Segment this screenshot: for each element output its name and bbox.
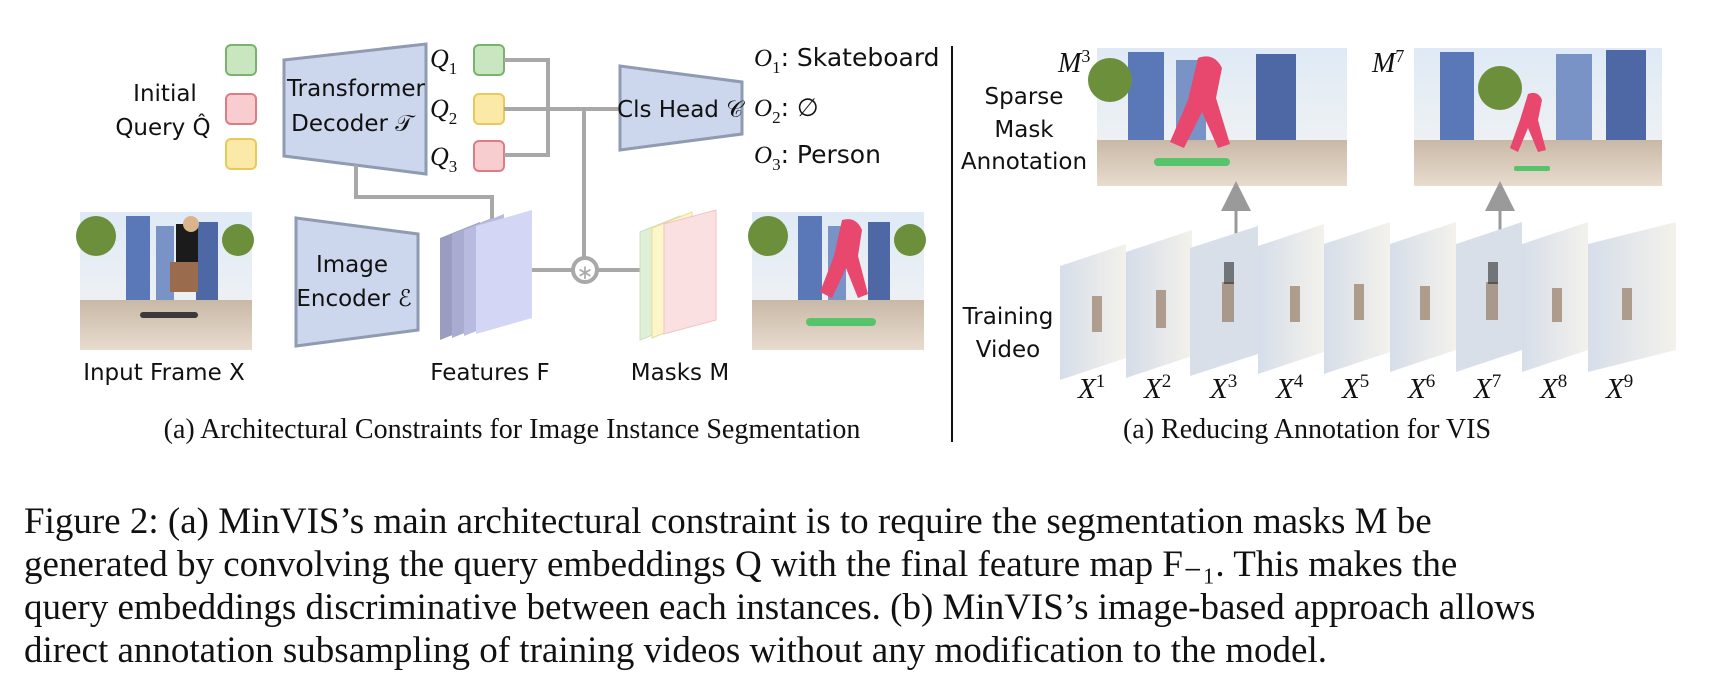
figure: Initial Query Q̂ Transformer Decoder 𝒯 Q… — [76, 42, 1676, 445]
masks-stack — [639, 209, 717, 341]
input-frame-label: Input Frame X — [83, 360, 245, 386]
frame-label-4: X4 — [1275, 371, 1304, 405]
output-1: O1: Skateboard — [754, 43, 940, 77]
left-panel: Initial Query Q̂ Transformer Decoder 𝒯 Q… — [76, 42, 940, 386]
masks-label: Masks M — [631, 360, 729, 386]
frame-label-5: X5 — [1341, 371, 1369, 405]
right-panel: Sparse Mask Annotation M3 M7 — [961, 46, 1676, 405]
caption-line-2: generated by convolving the query embedd… — [24, 544, 1458, 585]
output-3: O3: Person — [754, 140, 881, 174]
query-label-3: Q3 — [430, 142, 457, 176]
caption-line-3: query embeddings discriminative between … — [24, 587, 1536, 628]
left-subcaption: (a) Architectural Constraints for Image … — [164, 414, 861, 445]
transformer-decoder-label: Transformer — [286, 76, 426, 102]
initial-query-label: Initial — [133, 81, 197, 107]
mask-frame-label-7: M7 — [1371, 46, 1404, 79]
frame-label-7: X7 — [1473, 371, 1501, 405]
sparse-mask-label-1: Sparse — [985, 84, 1064, 110]
image-encoder-label: Image — [316, 252, 388, 278]
transformer-decoder-block — [282, 42, 428, 176]
caption-line-4: direct annotation subsampling of trainin… — [24, 630, 1327, 671]
frame-label-8: X8 — [1539, 371, 1567, 405]
frame-label-2: X2 — [1143, 371, 1171, 405]
frame-labels: X1 X2 X3 X4 X5 X6 X7 X8 X9 — [1077, 371, 1633, 405]
training-video-label-2: Video — [976, 337, 1040, 363]
initial-query-green — [225, 44, 257, 76]
video-frames — [1060, 222, 1676, 380]
features-stack — [440, 210, 532, 340]
features-label: Features F — [430, 360, 549, 386]
initial-query-yellow — [225, 138, 257, 170]
cls-head-label: Cls Head 𝒞 — [617, 97, 745, 123]
sparse-mask-label-3: Annotation — [961, 149, 1087, 175]
output-labels: O1: Skateboard O2: ∅ O3: Person — [754, 43, 940, 174]
output-2: O2: ∅ — [754, 93, 819, 127]
mask-frame-label-3: M3 — [1057, 46, 1090, 79]
query-box-green — [473, 44, 505, 76]
frame-label-1: X1 — [1077, 371, 1105, 405]
query-label-1: Q1 — [430, 44, 457, 78]
initial-query-boxes — [225, 44, 257, 170]
output-frame-image — [748, 212, 926, 350]
mask-frame-image-7 — [1414, 48, 1662, 186]
frame-label-3: X3 — [1209, 371, 1237, 405]
frame-label-9: X9 — [1605, 371, 1633, 405]
initial-query-label-2: Query Q̂ — [115, 114, 210, 141]
figure-caption: Figure 2: (a) MinVIS’s main architectura… — [24, 500, 1714, 672]
caption-line-1: Figure 2: (a) MinVIS’s main architectura… — [24, 501, 1432, 542]
frame-label-6: X6 — [1407, 371, 1435, 405]
image-encoder-label-2: Encoder ℰ — [296, 286, 411, 312]
query-box-yellow — [473, 93, 505, 125]
connector-lines — [354, 58, 640, 272]
input-frame-image — [76, 212, 254, 350]
transformer-decoder-label-2: Decoder 𝒯 — [291, 111, 416, 137]
query-box-red — [473, 140, 505, 172]
image-encoder-block — [294, 216, 420, 348]
convolution-operator — [571, 256, 599, 284]
convolution-symbol: ∗ — [577, 260, 594, 284]
training-video-label-1: Training — [962, 304, 1054, 330]
mask-frame-image-3 — [1088, 48, 1347, 186]
initial-query-red — [225, 93, 257, 125]
right-subcaption: (a) Reducing Annotation for VIS — [1123, 414, 1491, 445]
query-labels: Q1 Q2 Q3 — [430, 44, 457, 176]
query-label-2: Q2 — [430, 94, 457, 128]
cls-head-block — [618, 64, 744, 152]
sparse-mask-label-2: Mask — [994, 117, 1054, 143]
